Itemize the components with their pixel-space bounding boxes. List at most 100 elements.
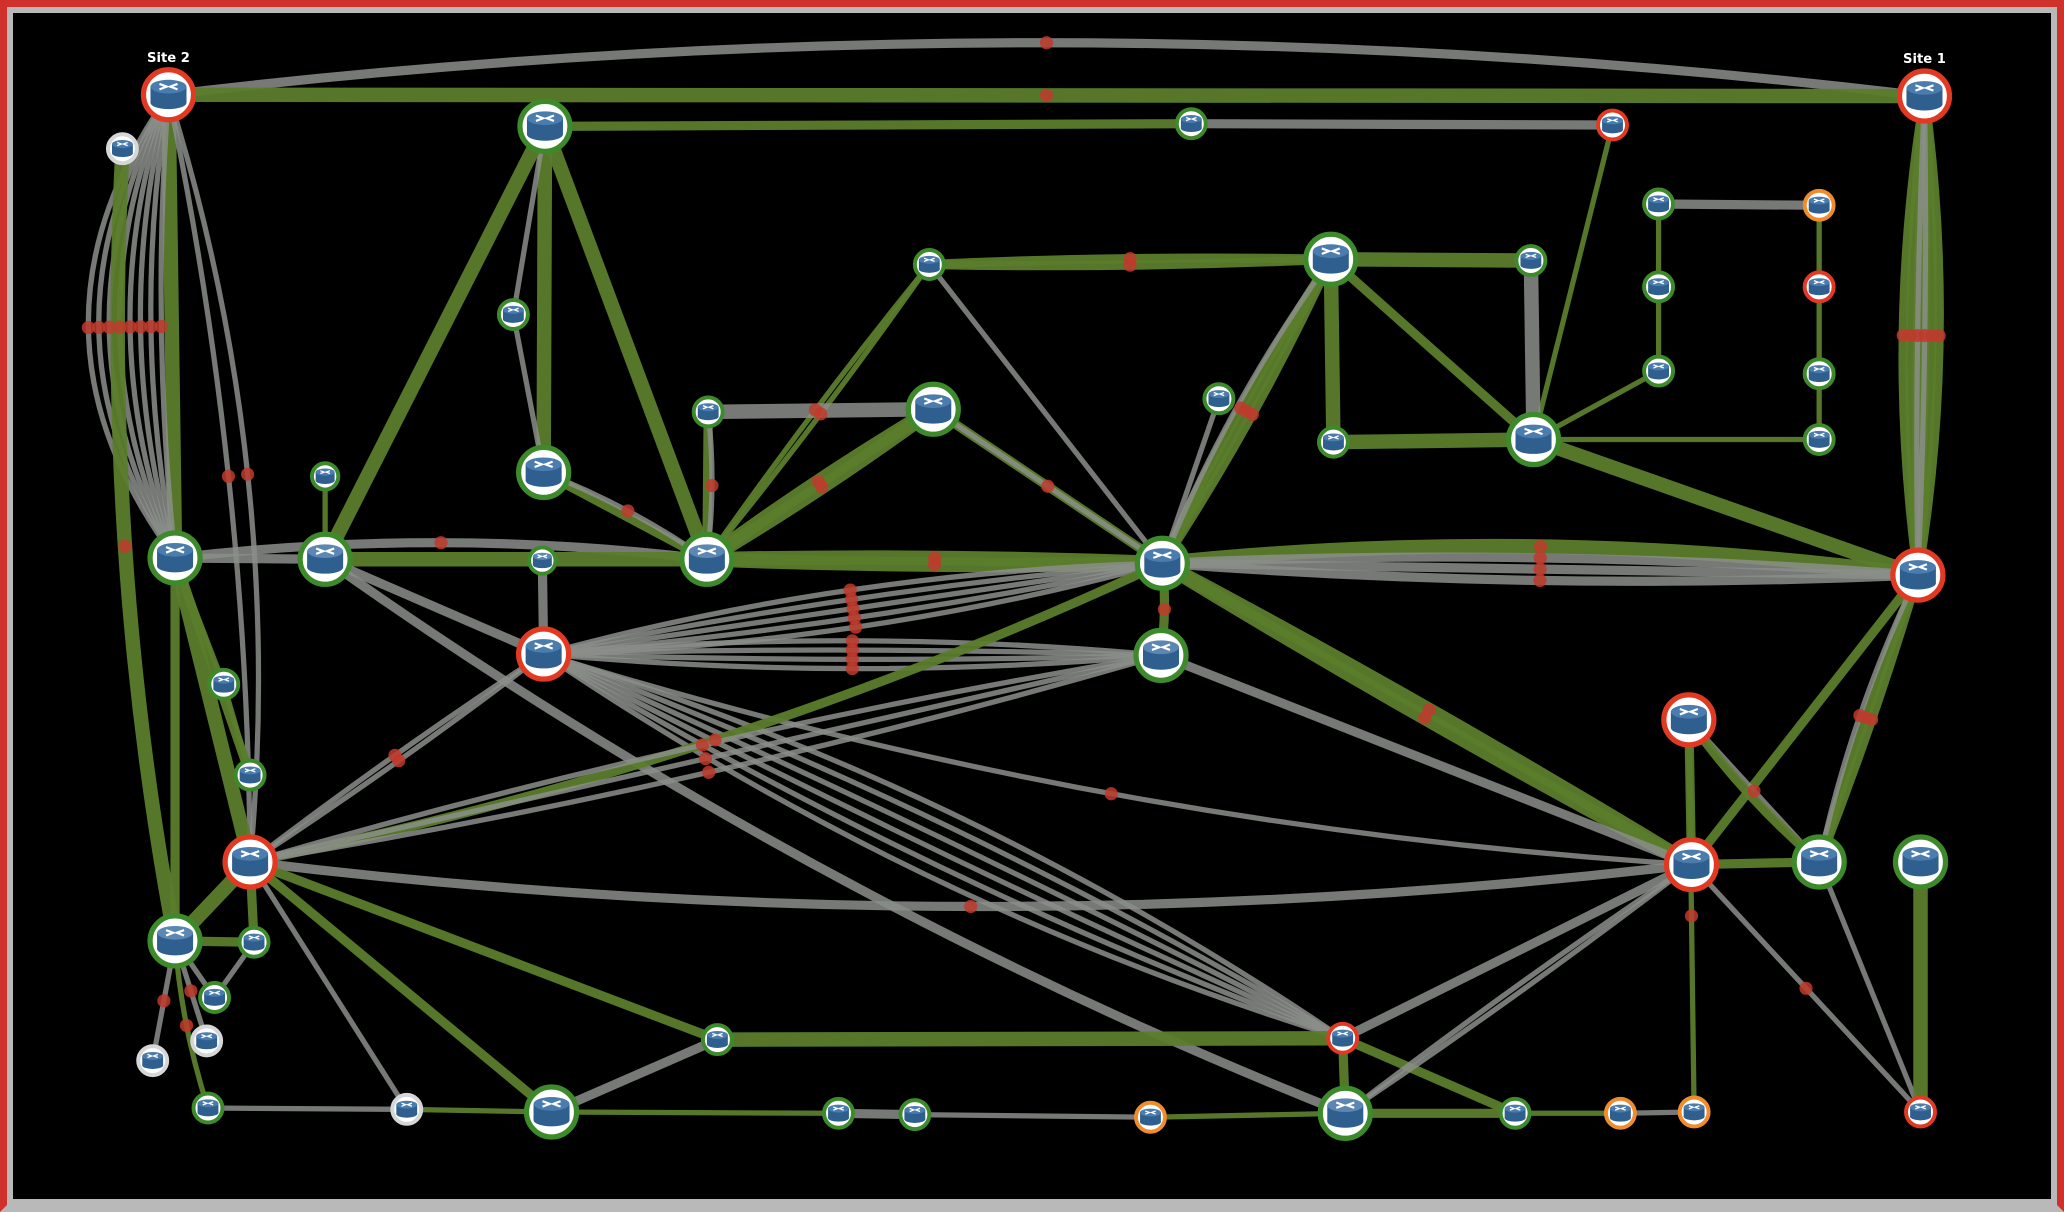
device-node-critical[interactable]: Site 1 xyxy=(1896,52,1953,124)
link-unknown[interactable] xyxy=(1338,859,1697,1043)
alarm-marker[interactable] xyxy=(81,320,95,335)
alarm-marker[interactable] xyxy=(845,634,859,648)
device-node-unmanaged[interactable] xyxy=(390,1092,424,1126)
alarm-marker[interactable] xyxy=(695,738,710,752)
alarm-marker[interactable] xyxy=(845,643,859,657)
alarm-marker[interactable] xyxy=(1041,479,1055,493)
device-node-ok[interactable] xyxy=(523,1084,580,1140)
alarm-marker[interactable] xyxy=(179,1018,194,1033)
device-node-critical[interactable] xyxy=(1663,836,1720,893)
link-unknown[interactable] xyxy=(1342,861,1695,1116)
alarm-marker[interactable] xyxy=(1533,539,1548,554)
link-up[interactable] xyxy=(245,857,557,1117)
link-up[interactable] xyxy=(317,119,553,567)
alarm-marker[interactable] xyxy=(845,661,859,676)
device-node-critical[interactable] xyxy=(1596,108,1629,142)
device-node-warning[interactable] xyxy=(1603,1096,1637,1130)
device-node-ok[interactable] xyxy=(517,98,573,154)
alarm-marker[interactable] xyxy=(241,467,255,481)
alarm-marker[interactable] xyxy=(184,984,198,998)
alarm-marker[interactable] xyxy=(1533,551,1547,565)
alarm-marker[interactable] xyxy=(221,469,236,483)
link-unknown[interactable] xyxy=(912,1111,1154,1120)
device-node-unmanaged[interactable] xyxy=(190,1024,224,1058)
device-node-ok[interactable] xyxy=(1202,382,1236,416)
device-node-ok[interactable] xyxy=(297,531,353,587)
alarm-marker[interactable] xyxy=(698,752,713,766)
link-unknown[interactable] xyxy=(320,554,549,659)
alarm-marker[interactable] xyxy=(1684,909,1699,923)
link-up[interactable] xyxy=(540,119,1196,131)
link-unknown[interactable] xyxy=(247,859,410,1112)
link-unknown[interactable] xyxy=(205,1105,410,1112)
link-up[interactable] xyxy=(161,87,183,566)
alarm-marker[interactable] xyxy=(1418,711,1432,725)
device-node-warning[interactable] xyxy=(1802,188,1836,222)
device-node-ok[interactable] xyxy=(1642,187,1676,221)
device-node-ok[interactable] xyxy=(233,758,267,792)
device-node-ok[interactable] xyxy=(1802,357,1836,391)
device-node-critical[interactable] xyxy=(1802,270,1836,304)
link-up[interactable] xyxy=(536,119,553,480)
link-unknown[interactable] xyxy=(1816,859,1924,1115)
device-node-ok[interactable] xyxy=(147,530,203,586)
alarm-marker[interactable] xyxy=(1157,602,1172,616)
device-node-ok[interactable] xyxy=(309,461,341,492)
alarm-marker[interactable] xyxy=(811,474,825,489)
link-unknown[interactable] xyxy=(1342,861,1695,1116)
alarm-marker[interactable] xyxy=(1533,573,1547,588)
device-node-ok[interactable] xyxy=(822,1096,855,1130)
device-node-ok[interactable] xyxy=(1642,270,1676,304)
device-node-ok[interactable] xyxy=(496,298,530,331)
alarm-marker[interactable] xyxy=(434,536,448,550)
device-node-unmanaged[interactable] xyxy=(136,1044,170,1078)
device-node-ok[interactable] xyxy=(898,1098,932,1132)
alarm-marker[interactable] xyxy=(927,558,942,572)
alarm-marker[interactable] xyxy=(1799,981,1813,995)
alarm-marker[interactable] xyxy=(1104,787,1118,801)
alarm-marker[interactable] xyxy=(157,994,171,1008)
link-unknown[interactable] xyxy=(1653,199,1824,210)
alarm-marker[interactable] xyxy=(1533,562,1547,576)
alarm-marker[interactable] xyxy=(118,539,132,553)
alarm-marker[interactable] xyxy=(123,320,137,334)
alarm-marker[interactable] xyxy=(102,320,116,334)
alarm-marker[interactable] xyxy=(113,320,127,334)
link-unknown[interactable] xyxy=(541,651,1346,1041)
alarm-marker[interactable] xyxy=(849,620,863,634)
link-up[interactable] xyxy=(1526,432,1926,583)
alarm-marker[interactable] xyxy=(808,403,823,417)
device-node-ok[interactable] xyxy=(1498,1096,1532,1130)
alarm-marker[interactable] xyxy=(388,748,402,762)
device-node-ok[interactable] xyxy=(1505,411,1562,468)
device-node-ok[interactable] xyxy=(679,531,735,587)
device-node-critical[interactable] xyxy=(1890,547,1946,603)
device-node-ok[interactable] xyxy=(147,913,203,969)
link-unknown[interactable] xyxy=(541,651,1346,1041)
alarm-marker[interactable] xyxy=(845,652,859,666)
alarm-marker[interactable] xyxy=(708,733,722,747)
link-up[interactable] xyxy=(1326,432,1541,450)
device-node-ok[interactable] xyxy=(237,925,271,959)
link-up[interactable] xyxy=(1147,1110,1348,1120)
device-node-ok[interactable] xyxy=(1303,231,1359,287)
device-node-ok[interactable] xyxy=(1316,425,1350,459)
device-node-ok[interactable] xyxy=(1802,423,1836,456)
alarm-marker[interactable] xyxy=(1039,36,1054,50)
alarm-marker[interactable] xyxy=(1234,401,1248,415)
device-node-ok[interactable] xyxy=(207,667,241,701)
link-up[interactable] xyxy=(1326,254,1539,445)
link-up[interactable] xyxy=(245,857,723,1045)
alarm-marker[interactable] xyxy=(154,319,168,334)
link-unknown[interactable] xyxy=(541,651,1346,1041)
alarm-marker[interactable] xyxy=(702,765,716,779)
alarm-marker[interactable] xyxy=(621,504,635,518)
device-node-ok[interactable] xyxy=(191,1091,225,1125)
link-unknown[interactable] xyxy=(541,651,1346,1041)
device-node-ok[interactable] xyxy=(1791,834,1847,890)
device-node-ok[interactable] xyxy=(1514,244,1548,278)
alarm-marker[interactable] xyxy=(1853,708,1867,723)
device-node-ok[interactable] xyxy=(905,381,961,437)
link-unknown[interactable] xyxy=(1156,650,1697,870)
device-node-critical[interactable] xyxy=(516,626,572,682)
